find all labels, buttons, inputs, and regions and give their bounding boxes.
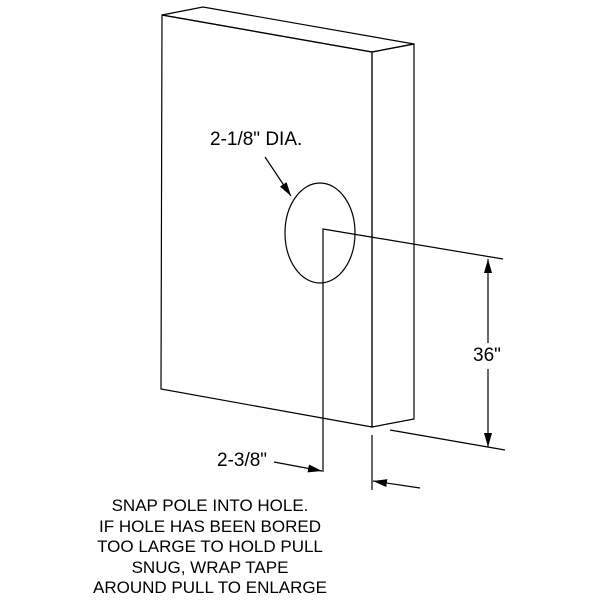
offset-arrow-left: [273, 461, 323, 473]
note-line: TOO LARGE TO HOLD PULL: [97, 537, 323, 556]
note-line: SNAP POLE INTO HOLE.: [111, 496, 309, 515]
diameter-leader-arrow: [264, 156, 292, 197]
hole: [284, 182, 356, 284]
note-line: SNUG, WRAP TAPE: [131, 557, 289, 577]
hole-diameter-label: 2-1/8" DIA.: [210, 129, 303, 150]
note-line: IF HOLE HAS BEEN BORED: [99, 516, 321, 536]
note-line: AROUND PULL TO ENLARGE: [93, 578, 327, 597]
hole-center-extension: [322, 228, 504, 472]
board-side-face: [371, 43, 415, 428]
instruction-note: SNAP POLE INTO HOLE. IF HOLE HAS BEEN BO…: [60, 496, 360, 599]
offset-dimension-label: 2-3/8": [217, 450, 268, 471]
offset-arrow-right: [372, 479, 421, 489]
board-top-face: [161, 6, 415, 53]
height-dimension-label: 36": [473, 345, 501, 366]
board-front-face: [160, 14, 373, 428]
